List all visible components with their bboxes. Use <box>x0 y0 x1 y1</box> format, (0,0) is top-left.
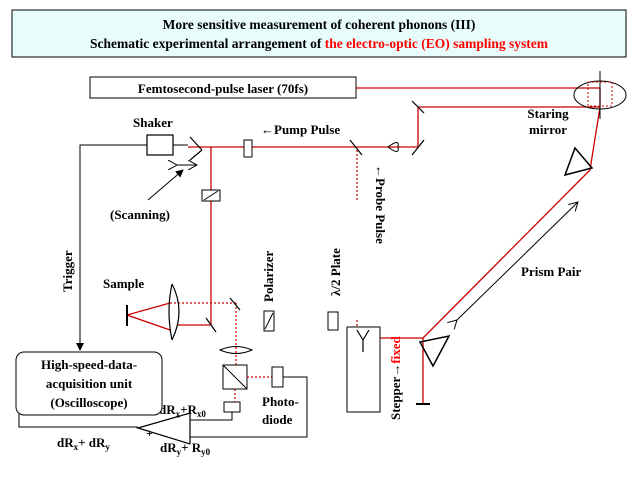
sample-lens-back <box>168 283 173 341</box>
shaker-mirror-icon <box>189 136 203 161</box>
small-mirrors <box>205 100 425 333</box>
photodiode-label-2: diode <box>262 412 293 427</box>
analyzer-lens-icon <box>218 346 254 354</box>
daq-label-2: acquisition unit <box>46 376 133 391</box>
stepper-box <box>346 326 381 413</box>
stepper-label-fixed: fixed <box>388 335 403 363</box>
trigger-label: Trigger <box>60 250 75 292</box>
pump-filter-diagonal <box>203 190 219 201</box>
photodiode-x-icon <box>223 401 241 413</box>
sample-lens-icon <box>171 283 180 341</box>
probe-dotted-paths <box>170 150 358 365</box>
laser-label: Femtosecond-pulse laser (70fs) <box>138 81 308 96</box>
stepper-mirror-icon <box>356 329 370 352</box>
amp-plus: + <box>146 426 153 440</box>
staring-mirror-label-2: mirror <box>529 122 567 137</box>
title-line2: Schematic experimental arrangement of th… <box>90 36 549 51</box>
shaker-box <box>146 134 174 156</box>
photodiode-y-icon <box>271 366 284 388</box>
photodiode-label-1: Photo- <box>262 394 299 409</box>
prism-pair-arrow <box>457 202 578 320</box>
scanning-label: (Scanning) <box>110 207 170 222</box>
differential-amplifier-icon <box>135 412 191 445</box>
trigger-line <box>76 144 147 351</box>
probe-lens-icon <box>387 142 399 152</box>
scanning-pointer <box>147 169 184 201</box>
staring-mirror <box>573 71 627 119</box>
pump-window <box>243 139 253 158</box>
daq-label-1: High-speed-data- <box>41 357 137 372</box>
prism-pair-label: Prism Pair <box>521 264 582 279</box>
probe-pulse-label: ←Probe Pulse <box>373 165 388 244</box>
polarizer-label: Polarizer <box>261 251 276 302</box>
staring-mirror-label-1: Staring <box>527 106 569 121</box>
title-line2-highlight: the electro-optic (EO) sampling system <box>325 36 549 51</box>
stepper-label: Stepper→fixed <box>388 335 403 420</box>
sum-y-label: dRy+ Ry0 <box>160 440 211 457</box>
half-wave-plate-label: λ/2 Plate <box>328 248 343 296</box>
pump-pulse-label: ←Pump Pulse <box>261 122 340 137</box>
beam-splitter-diagonal <box>222 364 248 390</box>
daq-label-3: (Oscilloscope) <box>50 395 127 410</box>
diff-label: dRx+ dRy <box>57 435 110 452</box>
prism-upper-icon <box>563 146 594 177</box>
title-line2-prefix: Schematic experimental arrangement of <box>90 36 325 51</box>
half-wave-plate-icon <box>327 311 339 331</box>
amp-minus: - <box>176 409 180 423</box>
daq-box <box>15 351 163 416</box>
sample-label: Sample <box>103 276 144 291</box>
shaker-label: Shaker <box>133 115 173 130</box>
sum-x-label: dRx+Rx0 <box>159 402 206 419</box>
polarizer-diagonal <box>264 312 274 330</box>
prism-lower-icon <box>418 334 451 368</box>
title-line1: More sensitive measurement of coherent p… <box>163 17 476 32</box>
title-box <box>11 9 627 58</box>
stepper-label-prefix: Stepper→ <box>388 364 403 420</box>
